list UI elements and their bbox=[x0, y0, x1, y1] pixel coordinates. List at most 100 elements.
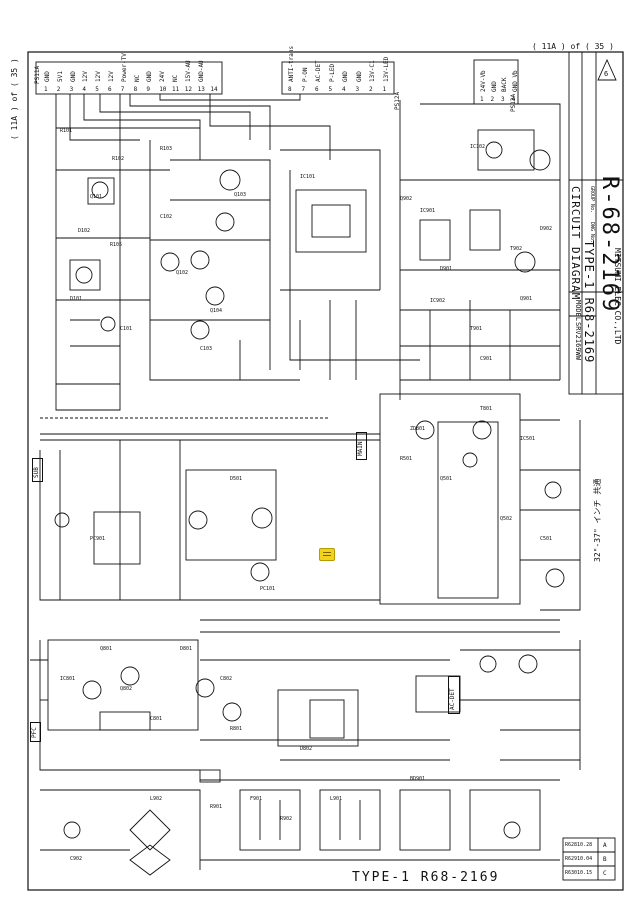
component-label: R901 bbox=[210, 804, 222, 810]
component-label: R801 bbox=[230, 726, 242, 732]
revision-mark-cell: A bbox=[603, 842, 607, 849]
component-label: D802 bbox=[300, 746, 312, 752]
connector-pin-number: 10 bbox=[159, 86, 167, 93]
connector-pin-number: 5 bbox=[328, 86, 333, 93]
connector-pin-number: 2 bbox=[56, 86, 61, 93]
connector-signal-name: GND-AU bbox=[197, 60, 205, 82]
component-label: BD901 bbox=[410, 776, 425, 782]
company-name: MITSUMI ELEC.CO.,LTD bbox=[613, 248, 622, 345]
connector-pin-number: 13 bbox=[197, 86, 205, 93]
component-label: Q104 bbox=[210, 308, 222, 314]
connector-left-ref: PS11A bbox=[34, 65, 41, 84]
component-label: Q802 bbox=[120, 686, 132, 692]
component-label: C901 bbox=[480, 356, 492, 362]
pfc-block-label: PFC bbox=[31, 727, 38, 738]
revision-date: R63010.15 bbox=[565, 870, 593, 876]
component-label: T902 bbox=[510, 246, 522, 252]
component-label: IC102 bbox=[470, 144, 485, 150]
component-label: Q101 bbox=[90, 194, 102, 200]
connector-pin-number: 5 bbox=[95, 86, 99, 93]
connector-signal-name: GND bbox=[44, 71, 51, 82]
component-label: Q801 bbox=[100, 646, 112, 652]
component-label: T901 bbox=[470, 326, 482, 332]
component-label: C801 bbox=[150, 716, 162, 722]
connector-pin-number: 1 bbox=[382, 86, 387, 93]
connector-pin-number: 4 bbox=[342, 86, 346, 93]
connector-mid-ref: PS12A bbox=[394, 91, 401, 110]
component-label: IC901 bbox=[420, 208, 435, 214]
connector-pin-number: 4 bbox=[82, 86, 87, 93]
connector-signal-name: GND_Vb bbox=[511, 70, 519, 92]
connector-signal-name: 5V1 bbox=[56, 71, 64, 82]
component-label: Q103 bbox=[234, 192, 246, 198]
connector-signal-name: 24V bbox=[159, 71, 167, 82]
component-label: Q902 bbox=[400, 196, 412, 202]
connector-signal-name: GND bbox=[355, 71, 363, 82]
component-label: Q501 bbox=[440, 476, 452, 482]
bottom-type-label: TYPE-1 R68-2169 bbox=[352, 870, 500, 885]
connector-signal-name: GND bbox=[146, 71, 154, 82]
component-label: C102 bbox=[160, 214, 172, 220]
component-label: PC901 bbox=[90, 536, 105, 542]
connector-pin-number: 3 bbox=[355, 86, 360, 93]
size-note: 32"-37" インチ 共通 bbox=[593, 478, 602, 562]
connector-signal-name: NC bbox=[172, 74, 179, 82]
connector-signal-name: Power-TV bbox=[120, 53, 128, 82]
model-label: MODEL bbox=[574, 300, 582, 322]
component-label: C902 bbox=[70, 856, 82, 862]
component-label: D501 bbox=[230, 476, 242, 482]
model-value: SRV2169WW bbox=[574, 322, 582, 360]
connector-pin-number: 12 bbox=[184, 86, 193, 93]
type-line-title: TYPE-1 R68-2169 bbox=[582, 240, 596, 364]
revision-mark-cell: B bbox=[603, 856, 607, 863]
component-label: R902 bbox=[280, 816, 292, 822]
connector-pin-number: 6 bbox=[315, 86, 319, 93]
connector-pin-number: 11 bbox=[172, 86, 180, 93]
component-label: D902 bbox=[540, 226, 552, 232]
sticky-note-icon[interactable] bbox=[319, 548, 335, 561]
component-label: F901 bbox=[250, 796, 262, 802]
connector-signal-name: 12V bbox=[108, 71, 115, 82]
component-label: L902 bbox=[150, 796, 162, 802]
connector-signal-name: 13V-C1 bbox=[369, 60, 376, 82]
connector-pin-number: 7 bbox=[120, 86, 125, 93]
connector-pin-number: 8 bbox=[133, 86, 138, 93]
component-label: R103 bbox=[160, 146, 172, 152]
component-label: D101 bbox=[70, 296, 82, 302]
connector-signal-name: GND bbox=[342, 71, 349, 82]
connector-pin-number: 3 bbox=[501, 96, 505, 103]
connector-signal-name: 24V-Vb bbox=[480, 70, 487, 92]
component-label: D901 bbox=[440, 266, 452, 272]
component-label: IC501 bbox=[520, 436, 535, 442]
connector-pin-number: 1 bbox=[44, 86, 48, 93]
component-label: IC101 bbox=[300, 174, 315, 180]
component-label: L901 bbox=[330, 796, 342, 802]
connector-pin-number: 4 bbox=[511, 96, 516, 103]
revision-date: R62910.04 bbox=[565, 856, 593, 862]
connector-signal-name: P-ON bbox=[301, 67, 309, 82]
component-label-layer: R101R102R103R105Q101Q102Q103Q104D101D102… bbox=[60, 128, 552, 862]
connector-signal-name: 12V bbox=[95, 71, 103, 82]
component-label: Q502 bbox=[500, 516, 512, 522]
wire-layer bbox=[27, 51, 624, 891]
component-label: IC801 bbox=[60, 676, 75, 682]
component-label: C101 bbox=[120, 326, 132, 332]
component-label: C501 bbox=[540, 536, 552, 542]
connector-pin-number: 2 bbox=[490, 96, 495, 103]
component-label: PC101 bbox=[260, 586, 275, 592]
connector-signal-name: AC-DET bbox=[315, 60, 322, 82]
connector-pin-number: 1 bbox=[480, 96, 484, 103]
connector-signal-name: 12V bbox=[82, 71, 90, 82]
component-label: R101 bbox=[60, 128, 72, 134]
connector-signal-name: GND bbox=[490, 81, 498, 92]
page-reference-side: ( 11A ) of ( 35 ) bbox=[10, 58, 19, 140]
connector-pin-number: 9 bbox=[146, 86, 151, 93]
component-label: Q102 bbox=[176, 270, 188, 276]
component-label: ZD801 bbox=[410, 426, 425, 432]
sub-block-frame bbox=[32, 458, 43, 482]
main-block-label: MAIN bbox=[357, 441, 364, 456]
acdet-block-frame bbox=[448, 676, 460, 714]
sub-block-label: SUB bbox=[33, 467, 40, 478]
connector-signal-name: ANTI-trans bbox=[288, 45, 295, 82]
